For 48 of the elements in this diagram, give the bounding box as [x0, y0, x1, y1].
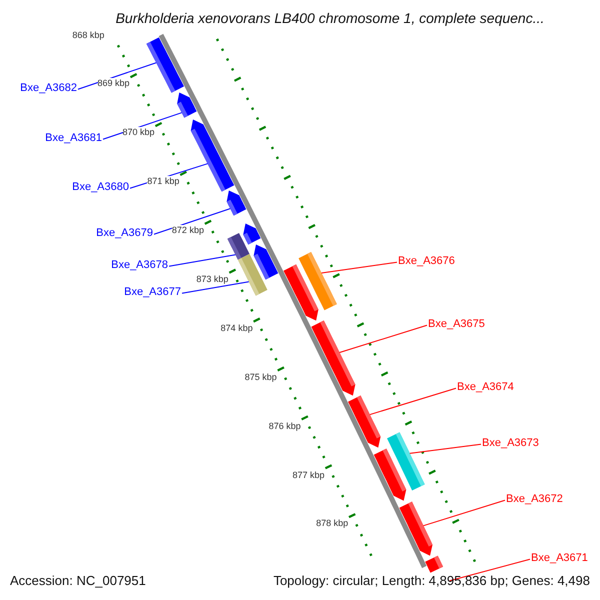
gene-label: Bxe_A3681: [45, 132, 102, 144]
scale-label: 871 kbp: [147, 176, 180, 187]
leader-line: [369, 388, 456, 416]
gene-feature: [226, 190, 246, 216]
leader-line: [422, 500, 506, 526]
scale-label: 869 kbp: [98, 78, 130, 89]
leader-line: [154, 208, 231, 235]
scale-label: 878 kbp: [316, 518, 348, 529]
gene-label: Bxe_A3675: [428, 318, 485, 330]
scale-label: 876 kbp: [268, 420, 301, 432]
gene-feature: [425, 556, 443, 573]
gene-feature: [177, 92, 197, 118]
leader-line: [182, 281, 250, 294]
scale-label: 872 kbp: [172, 225, 204, 236]
gene-label: Bxe_A3680: [72, 180, 129, 194]
gene-label: Bxe_A3674: [457, 380, 514, 394]
gene-label: Bxe_A3678: [111, 258, 168, 272]
gene-feature: [311, 320, 356, 396]
gene-feature: [348, 396, 381, 448]
leader-line: [449, 558, 530, 582]
gene-feature: [243, 224, 261, 245]
leader-line: [409, 444, 482, 454]
gene-feature: [284, 264, 318, 321]
gene-label: Bxe_A3676: [398, 254, 455, 268]
scale-label: 870 kbp: [122, 127, 155, 138]
leader-line: [168, 254, 236, 267]
gene-feature: [146, 37, 184, 93]
gene-label: Bxe_A3679: [96, 226, 153, 240]
leader-line: [339, 324, 428, 353]
scale-label: 877 kbp: [292, 470, 325, 480]
map-title: Burkholderia xenovorans LB400 chromosome 1, complete sequenc...: [116, 10, 544, 26]
gene-label: Bxe_A3673: [482, 436, 539, 450]
gene-block: [238, 254, 268, 296]
genome-info-text: Topology: circular; Length: 4,895,836 bp; Genes: 4,498: [273, 574, 590, 588]
gene-label: Bxe_A3677: [124, 286, 181, 298]
gene-block: [227, 233, 250, 260]
scale-label: 875 kbp: [244, 372, 277, 382]
gene-feature: [374, 448, 406, 501]
gene-label: Bxe_A3671: [531, 552, 588, 564]
scale-label: 868 kbp: [72, 30, 104, 40]
leader-line: [321, 262, 398, 274]
gene-feature: [399, 502, 432, 556]
gene-label: Bxe_A3682: [20, 82, 77, 94]
scale-label: 873 kbp: [196, 274, 228, 284]
gene-label: Bxe_A3672: [506, 492, 563, 506]
scale-label: 874 kbp: [220, 322, 253, 334]
accession-text: Accession: NC_007951: [10, 574, 146, 588]
gene-feature: [190, 120, 234, 192]
